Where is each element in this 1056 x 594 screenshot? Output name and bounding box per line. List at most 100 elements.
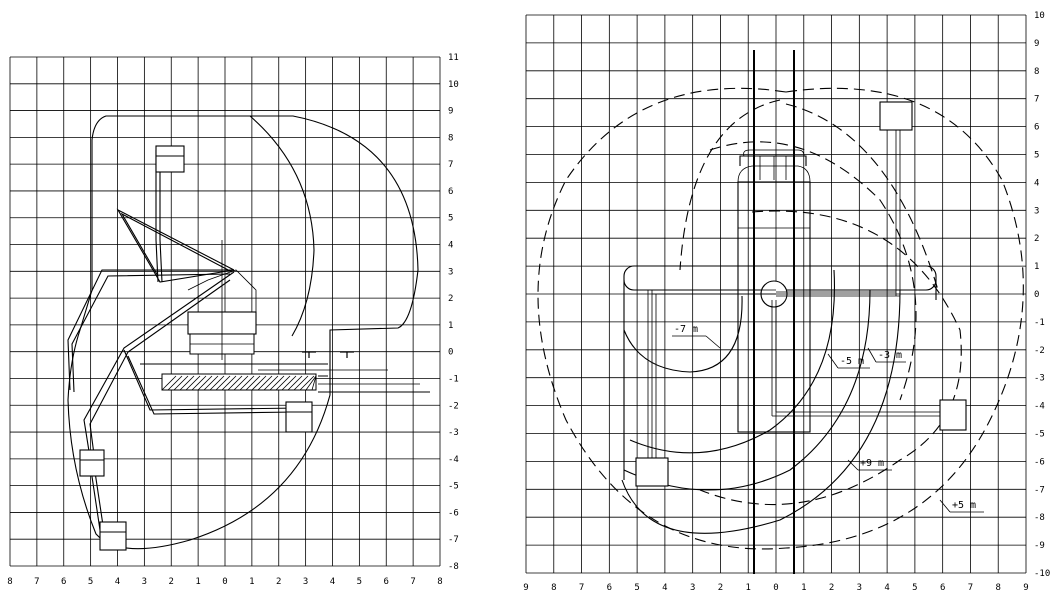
x-tick-label: 2 xyxy=(718,583,723,593)
x-tick-label: 3 xyxy=(303,577,308,587)
hatch-line xyxy=(311,375,317,391)
x-tick-label: 4 xyxy=(115,577,120,587)
x-tick-label: 2 xyxy=(829,583,834,593)
y-tick-label: 1 xyxy=(448,321,453,331)
y-tick-label: -6 xyxy=(448,508,459,518)
x-tick-label: 3 xyxy=(690,583,695,593)
hatch-line xyxy=(281,375,297,391)
platform-baskets xyxy=(79,145,313,551)
hatch-line xyxy=(263,375,279,391)
hatch-line xyxy=(161,375,177,391)
dashed-envelope-left xyxy=(537,87,787,550)
basket-plan-left xyxy=(635,457,669,487)
chassis-base xyxy=(140,363,430,393)
y-tick-label: -8 xyxy=(1034,513,1045,523)
y-tick-label: -4 xyxy=(448,455,459,465)
y-tick-label: 7 xyxy=(448,160,453,170)
y-tick-label: 4 xyxy=(1034,178,1039,188)
truck-body xyxy=(737,50,811,574)
y-tick-label: 9 xyxy=(1034,39,1039,49)
solid-envelope-outer xyxy=(621,289,901,534)
reach-annotations: -7 m -5 m -3 m +9 m +5 m xyxy=(672,324,984,513)
y-tick-label: -5 xyxy=(1034,430,1045,440)
y-tick-label: 8 xyxy=(1034,67,1039,77)
y-tick-label: -8 xyxy=(448,562,459,572)
hatch-line xyxy=(227,375,243,391)
hatch-line xyxy=(239,375,255,391)
dashed-envelope-bottom xyxy=(699,210,962,505)
annotation-minus-3: -3 m xyxy=(878,350,902,361)
hatch-line xyxy=(299,375,315,391)
x-tick-label: 6 xyxy=(607,583,612,593)
y-tick-label: -1 xyxy=(1034,318,1045,328)
x-tick-label: 5 xyxy=(912,583,917,593)
hatch-line xyxy=(197,375,213,391)
y-tick-label: 8 xyxy=(448,133,453,143)
hatch-line xyxy=(269,375,285,391)
hatch-line xyxy=(305,375,317,391)
hatch-line xyxy=(287,375,303,391)
annotation-minus-5: -5 m xyxy=(840,356,864,367)
y-tick-label: -9 xyxy=(1034,541,1045,551)
hatch-line xyxy=(257,375,273,391)
y-tick-label: 9 xyxy=(448,107,453,117)
y-tick-label: -3 xyxy=(1034,374,1045,384)
y-tick-label: -6 xyxy=(1034,457,1045,467)
x-tick-label: 7 xyxy=(579,583,584,593)
basket-lower xyxy=(79,449,105,477)
dashed-envelope-wide xyxy=(709,141,917,401)
dashed-envelope-inner-right xyxy=(785,103,939,291)
hatch-line xyxy=(221,375,237,391)
x-tick-label: 5 xyxy=(634,583,639,593)
y-tick-label: 5 xyxy=(448,214,453,224)
y-tick-label: 2 xyxy=(1034,234,1039,244)
x-tick-label: 7 xyxy=(410,577,415,587)
basket-plan-top xyxy=(879,101,913,131)
x-tick-label: 4 xyxy=(884,583,889,593)
x-tick-label: 2 xyxy=(276,577,281,587)
hatch-line xyxy=(233,375,249,391)
y-tick-label: -3 xyxy=(448,428,459,438)
x-tick-label: 1 xyxy=(801,583,806,593)
x-tick-label: 6 xyxy=(61,577,66,587)
hatch-line xyxy=(209,375,225,391)
x-tick-label: 6 xyxy=(940,583,945,593)
y-tick-label: 5 xyxy=(1034,151,1039,161)
solid-envelope-inner xyxy=(629,269,836,454)
x-tick-label: 8 xyxy=(437,577,442,587)
dashed-envelope-right xyxy=(785,87,1024,549)
y-tick-label: -2 xyxy=(448,401,459,411)
y-tick-label: 6 xyxy=(448,187,453,197)
annotation-plus-9: +9 m xyxy=(860,458,884,469)
x-tick-label: 1 xyxy=(195,577,200,587)
outer-reach-envelope xyxy=(67,115,419,550)
y-tick-label: -10 xyxy=(1034,569,1050,579)
x-tick-label: 5 xyxy=(88,577,93,587)
hatch-line xyxy=(275,375,291,391)
x-tick-label: 3 xyxy=(142,577,147,587)
x-tick-label: 3 xyxy=(857,583,862,593)
basket-right xyxy=(285,401,313,433)
x-tick-label: 7 xyxy=(968,583,973,593)
hatch-line xyxy=(203,375,219,391)
plan-baskets xyxy=(635,101,967,487)
hatch-line xyxy=(191,375,207,391)
plan-booms xyxy=(647,128,940,460)
x-tick-label: 7 xyxy=(34,577,39,587)
hatch-line xyxy=(215,375,231,391)
outrigger-markers xyxy=(302,351,354,358)
y-tick-label: 1 xyxy=(1034,262,1039,272)
boom-linkages xyxy=(67,150,301,533)
annotation-plus-5: +5 m xyxy=(952,500,976,511)
y-tick-label: 0 xyxy=(1034,290,1039,300)
hatch-pattern xyxy=(161,375,317,391)
y-tick-label: 10 xyxy=(448,80,459,90)
x-tick-label: 4 xyxy=(330,577,335,587)
dashed-envelope-inner-left xyxy=(679,99,781,271)
hatch-line xyxy=(293,375,309,391)
